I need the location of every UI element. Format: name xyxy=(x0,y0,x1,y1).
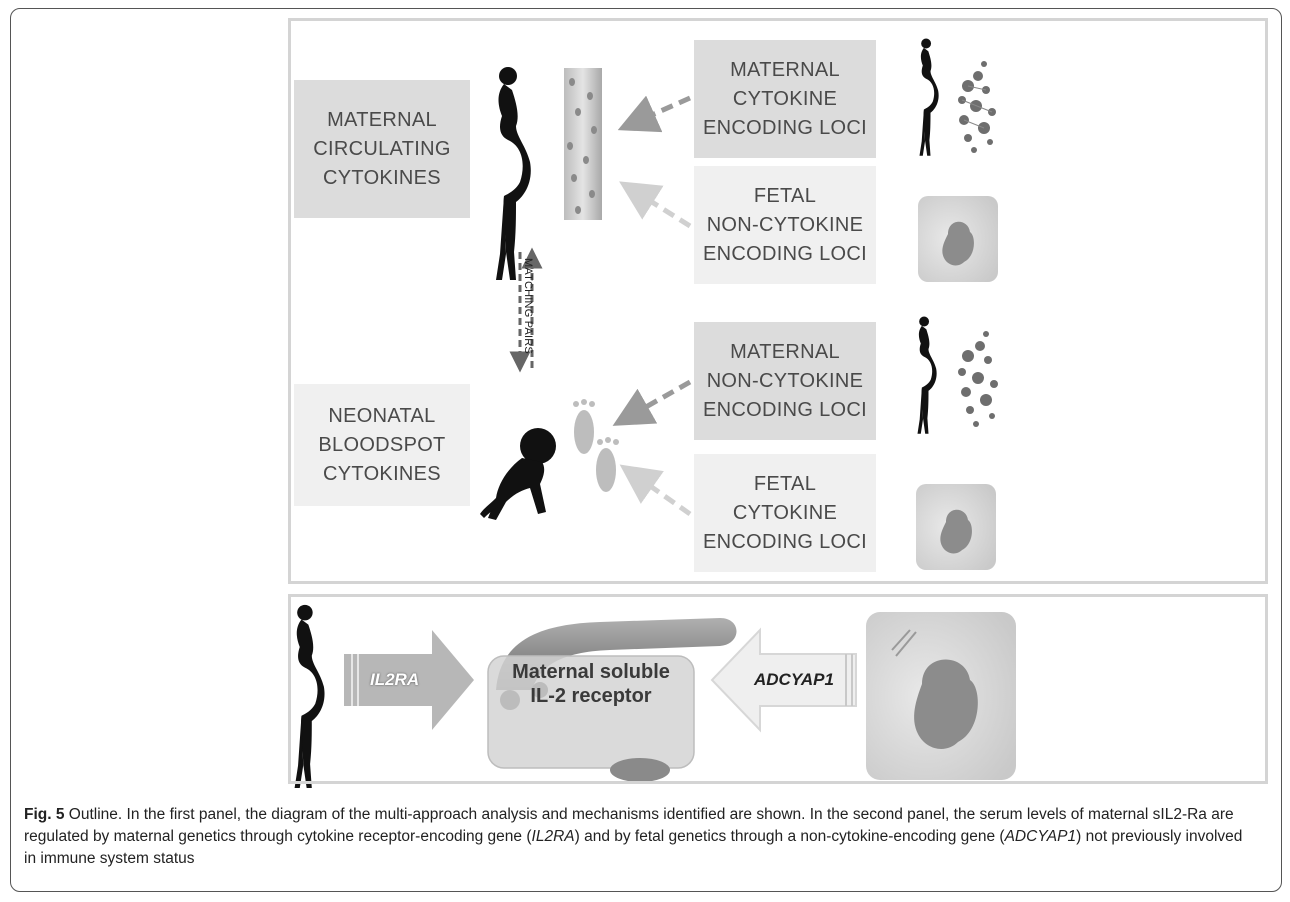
adcyap1-label: ADCYAP1 xyxy=(754,670,834,689)
caption-fig-label: Fig. 5 xyxy=(24,806,65,823)
panel-2 xyxy=(288,594,1268,784)
caption-gene-2: ADCYAP1 xyxy=(1004,828,1077,845)
footprints-icon xyxy=(573,399,619,492)
fetal-noncytokine-loci-box: FETAL NON-CYTOKINE ENCODING LOCI xyxy=(694,166,876,284)
box-label: FETAL CYTOKINE ENCODING LOCI xyxy=(703,472,867,553)
dna-icon xyxy=(958,61,996,153)
maternal-soluble-receptor-label: Maternal soluble IL-2 receptor xyxy=(498,660,684,708)
matching-pairs-label: MATCHING PAIRS xyxy=(522,258,534,354)
maternal-circulating-cytokines-box: MATERNAL CIRCULATING CYTOKINES xyxy=(294,80,470,218)
caption-text-2: ) and by fetal genetics through a non-cy… xyxy=(574,828,1005,845)
caption-text-1: Outline. In the first panel, the diagram… xyxy=(24,806,1234,845)
arrow-maternal-cytokine xyxy=(617,95,692,133)
pregnant-woman-icon xyxy=(917,316,937,434)
fetus-icon xyxy=(918,196,998,282)
receptor-illustration-icon xyxy=(487,618,737,782)
pregnant-woman-icon xyxy=(496,67,531,280)
box-label: MATERNAL CYTOKINE ENCODING LOCI xyxy=(703,58,867,139)
neonatal-bloodspot-cytokines-box: NEONATAL BLOODSPOT CYTOKINES xyxy=(294,384,470,506)
pregnant-woman-icon xyxy=(919,38,939,156)
caption-gene-1: IL2RA xyxy=(531,828,575,845)
figure-caption: Fig. 5 Outline. In the first panel, the … xyxy=(24,804,1254,870)
maternal-cytokine-loci-box: MATERNAL CYTOKINE ENCODING LOCI xyxy=(694,40,876,158)
figure-frame xyxy=(10,8,1282,892)
pregnant-woman-icon xyxy=(294,604,325,789)
arrow-maternal-noncytokine xyxy=(612,379,692,426)
arrow-fetal-cytokine xyxy=(619,464,692,517)
il2ra-arrow xyxy=(344,630,474,730)
maternal-noncytokine-loci-box: MATERNAL NON-CYTOKINE ENCODING LOCI xyxy=(694,322,876,440)
box-label: FETAL NON-CYTOKINE ENCODING LOCI xyxy=(703,184,867,265)
arrow-fetal-noncytokine xyxy=(619,181,692,229)
fetus-icon xyxy=(866,612,1016,780)
box-label: NEONATAL BLOODSPOT CYTOKINES xyxy=(318,404,446,485)
box-label: MATERNAL CIRCULATING CYTOKINES xyxy=(313,108,451,189)
adcyap1-arrow xyxy=(710,627,857,733)
blood-vessel-icon xyxy=(564,68,602,220)
fetus-icon xyxy=(916,484,996,570)
dna-icon xyxy=(958,331,998,427)
fetal-cytokine-loci-box: FETAL CYTOKINE ENCODING LOCI xyxy=(694,454,876,572)
il2ra-label: IL2RA xyxy=(370,670,420,689)
baby-icon xyxy=(480,428,556,520)
box-label: MATERNAL NON-CYTOKINE ENCODING LOCI xyxy=(703,340,867,421)
caption-text-3: ) not previously involved in immune syst… xyxy=(24,828,1243,867)
center-label-text: Maternal soluble IL-2 receptor xyxy=(512,661,670,707)
